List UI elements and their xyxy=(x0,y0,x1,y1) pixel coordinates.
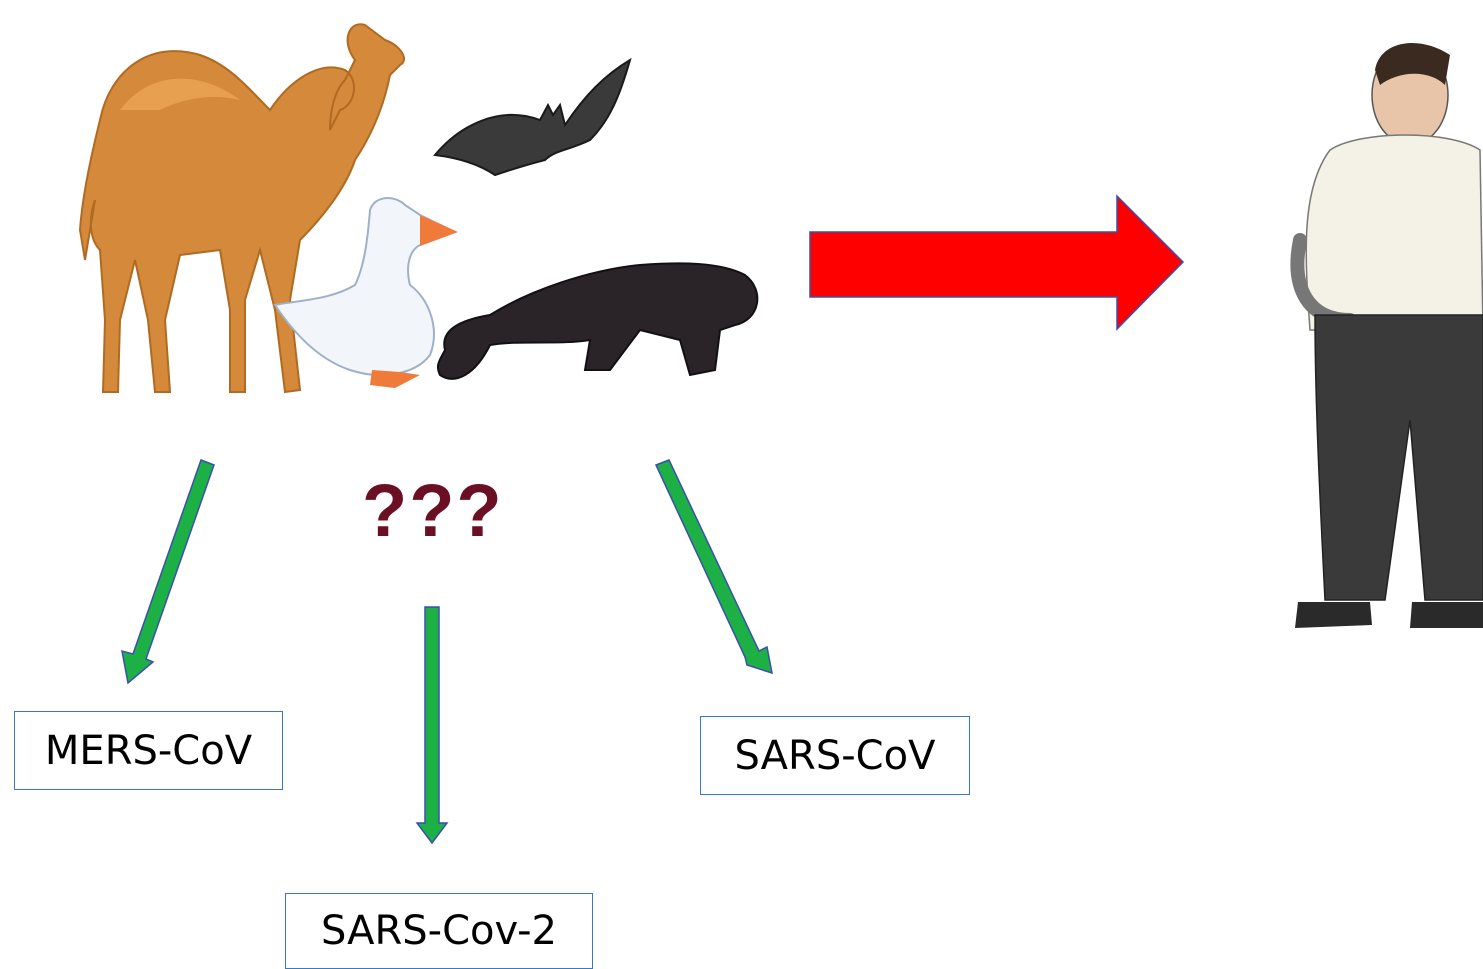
unknown-origin-marks: ??? xyxy=(362,469,504,552)
transmission-arrow xyxy=(809,194,1185,331)
sars-cov-2-label: SARS-Cov-2 xyxy=(285,893,593,969)
human-illustration xyxy=(1290,43,1483,628)
sars2-arrow xyxy=(415,606,449,845)
civet-illustration xyxy=(436,262,759,380)
mers-cov-label: MERS-CoV xyxy=(14,711,283,790)
sars-arrow xyxy=(654,459,773,675)
bat-illustration xyxy=(433,57,632,177)
camel-illustration xyxy=(78,23,405,394)
mers-arrow xyxy=(121,459,215,685)
sars-cov-label: SARS-CoV xyxy=(700,716,970,795)
goose-illustration xyxy=(273,197,458,388)
